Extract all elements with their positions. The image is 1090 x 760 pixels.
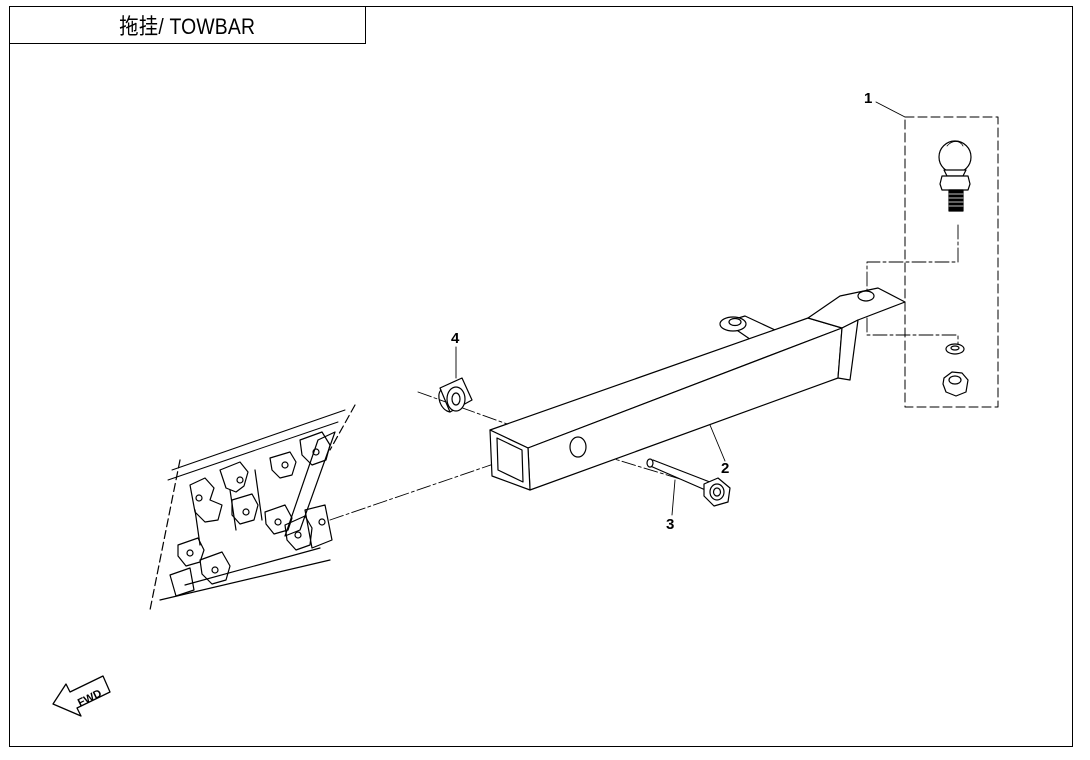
- page-title: 拖挂/ TOWBAR: [119, 14, 256, 39]
- fwd-arrow-icon: FWD: [52, 675, 111, 717]
- callout-4: 4: [451, 330, 460, 347]
- drawing-frame: [9, 6, 1073, 747]
- callout-2: 2: [721, 460, 729, 477]
- bushing-part-4: [438, 377, 473, 413]
- callout-3: 3: [666, 516, 674, 533]
- towbar-tube-part-2: [489, 287, 906, 491]
- assembly-centerlines: [329, 224, 959, 521]
- callout-1: 1: [864, 90, 872, 107]
- vehicle-frame-section: [149, 404, 356, 611]
- bolt-part-3: [646, 458, 731, 507]
- leader-lines: [455, 101, 906, 516]
- tow-ball-part-1: [904, 116, 999, 408]
- title-box: 拖挂/ TOWBAR: [9, 6, 366, 44]
